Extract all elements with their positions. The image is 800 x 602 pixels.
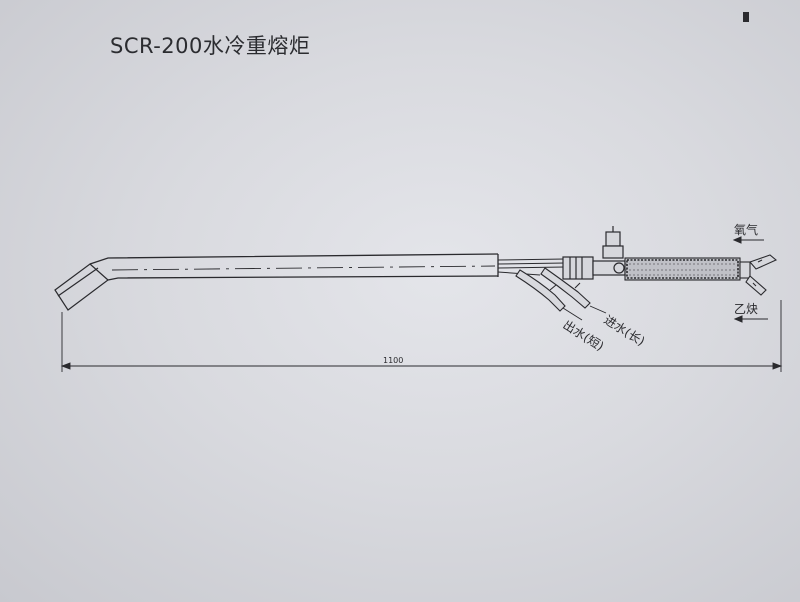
- water-out-label: 出水(短): [560, 318, 606, 354]
- acetylene-label: 乙炔: [734, 302, 758, 316]
- drawing-title: SCR-200水冷重熔炬: [110, 34, 311, 58]
- water-fittings: [515, 267, 591, 312]
- corner-mark: [743, 12, 749, 22]
- dimension-line: [60, 300, 783, 372]
- valve-body: [562, 226, 626, 280]
- connecting-tubes: [497, 258, 566, 276]
- dimension-value: 1100: [383, 356, 403, 365]
- gas-arrows: [732, 236, 768, 323]
- gas-connectors: [739, 254, 778, 296]
- torch-barrel: [89, 253, 499, 281]
- knurled-handle: [624, 257, 741, 281]
- leader-lines: [562, 305, 607, 321]
- torch-nozzle: [54, 263, 109, 311]
- oxygen-label: 氧气: [734, 222, 758, 237]
- water-in-label: 进水(长): [601, 313, 647, 349]
